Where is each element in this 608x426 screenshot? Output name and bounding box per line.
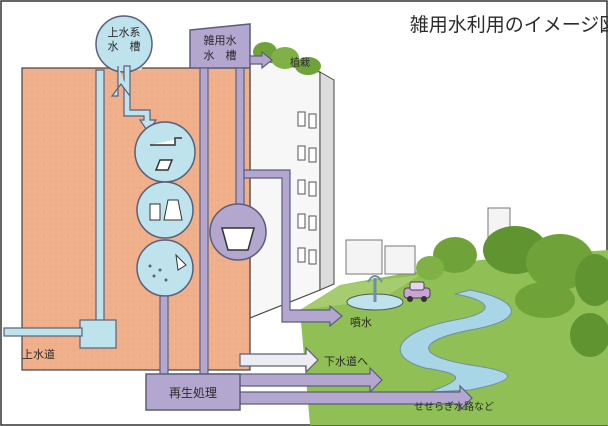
fountain-label: 噴水 bbox=[350, 316, 372, 329]
stream-label: せせらぎ水路など bbox=[414, 400, 494, 413]
gray-tank-label-1: 雑用水 bbox=[204, 33, 237, 47]
fountain-icon bbox=[346, 275, 404, 311]
main-building bbox=[21, 67, 251, 371]
clean-tank-label-1: 上水系 bbox=[108, 26, 141, 39]
car-icon bbox=[403, 281, 431, 302]
planting-label: 植栽 bbox=[290, 56, 310, 69]
recycle-box bbox=[145, 373, 241, 411]
usage-icons bbox=[134, 121, 196, 297]
clean-tank-label-2: 水 槽 bbox=[108, 40, 141, 53]
clean-water-tank bbox=[95, 15, 153, 73]
water-supply-label: 上水道 bbox=[22, 347, 55, 361]
diagram-title: 雑用水利用のイメージ図 bbox=[410, 14, 608, 36]
gray-water-tank bbox=[189, 23, 251, 69]
shower-icon bbox=[136, 239, 194, 297]
recycle-label: 再生処理 bbox=[169, 386, 217, 400]
stream bbox=[399, 289, 512, 393]
gray-tank-label-2: 水 槽 bbox=[204, 49, 237, 62]
glass-and-jug-icon bbox=[136, 181, 194, 239]
clean-water-pipes bbox=[3, 65, 158, 349]
drain-pipe bbox=[159, 295, 169, 377]
sewer-label: 下水道へ bbox=[324, 354, 368, 368]
faucet-icon bbox=[134, 121, 196, 183]
office-building bbox=[249, 42, 335, 319]
right-scenery bbox=[345, 207, 608, 357]
